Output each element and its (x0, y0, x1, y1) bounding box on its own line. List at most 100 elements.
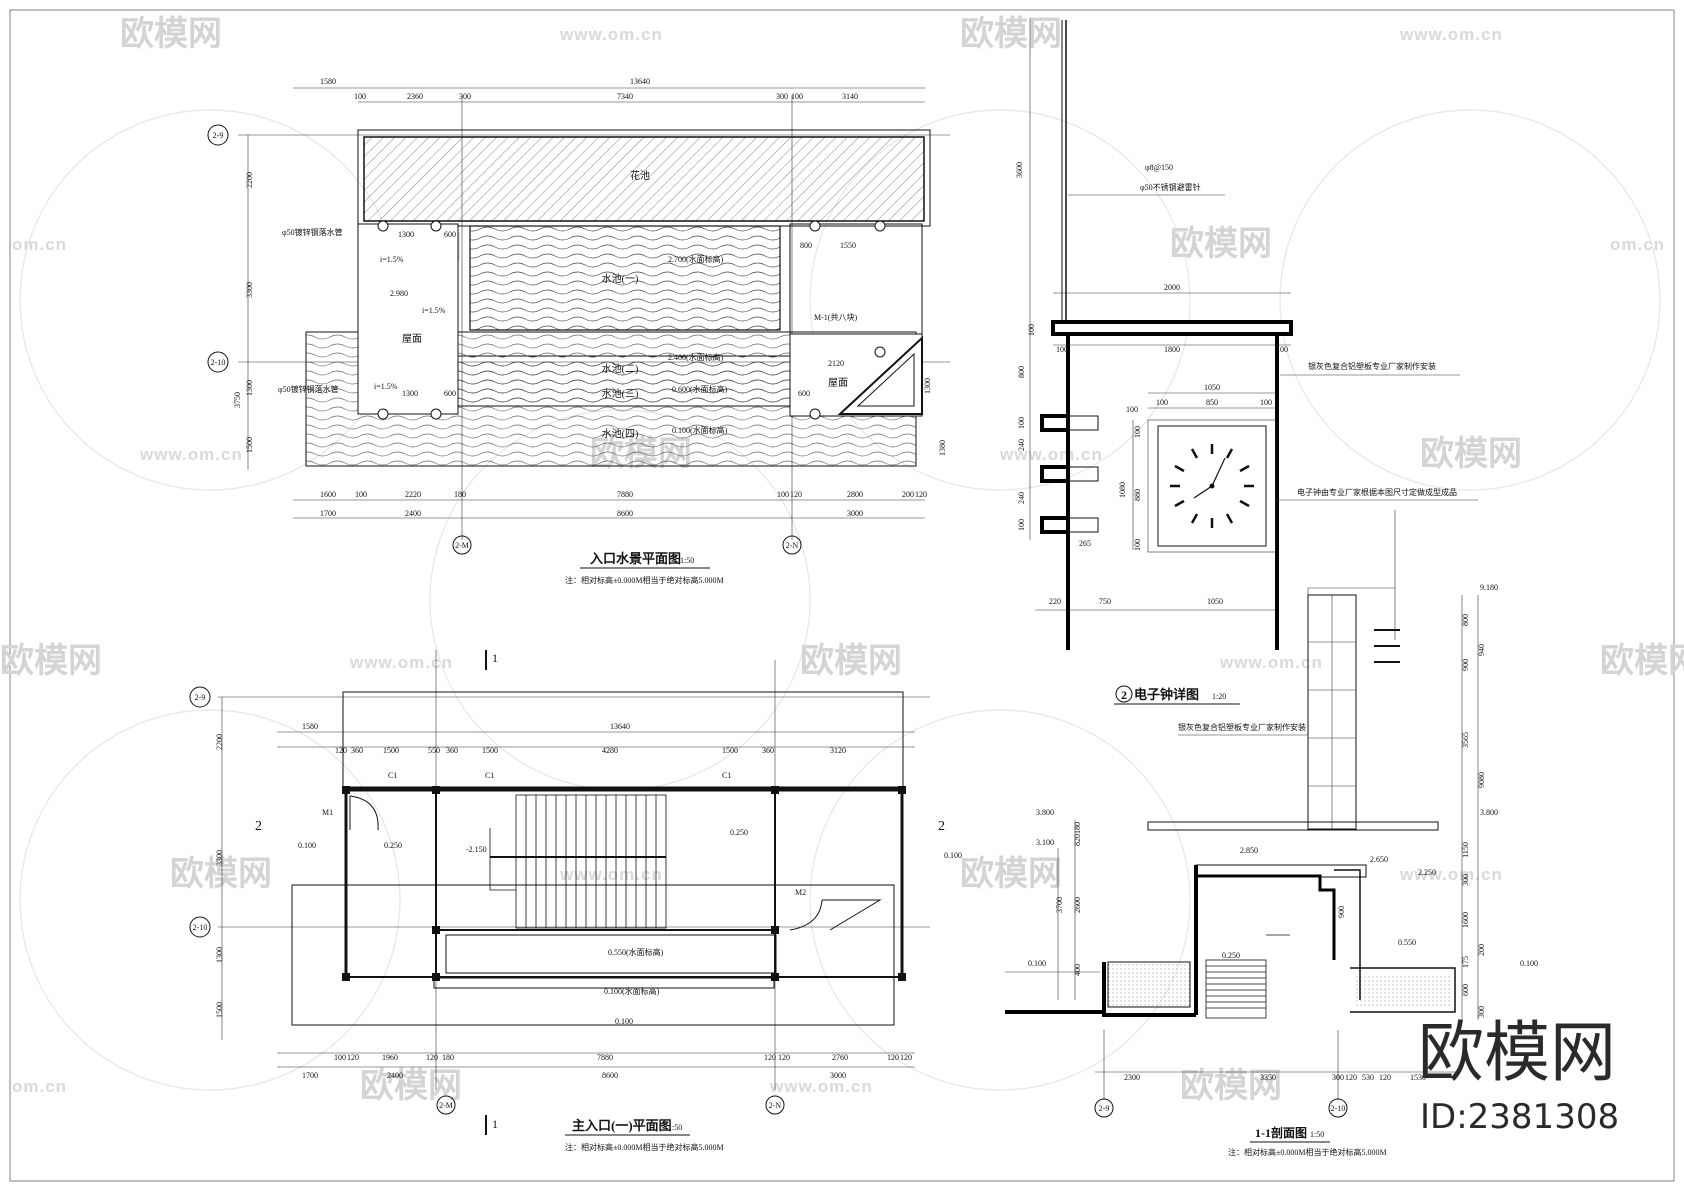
p2-dim-bot2-1: 2400 (387, 1071, 403, 1080)
dim-left-3: 1300 (245, 380, 254, 396)
clock-dim-100i: 100 (1133, 539, 1142, 551)
p2-elev-3: -2.150 (466, 845, 487, 854)
wm-url-5: www.om.cn (139, 445, 243, 464)
sec-dim-left-0: 820 (1073, 834, 1082, 846)
sec-axis-2-9: 2-9 (1099, 1104, 1110, 1113)
plan2-scale: 1:50 (668, 1123, 682, 1132)
dim-bot2-3: 3000 (847, 509, 863, 518)
logo-id: ID:2381308 (1420, 1097, 1619, 1137)
clock-dim-800: 800 (1017, 366, 1026, 378)
p2-dim-bot2-0: 1700 (302, 1071, 318, 1080)
p2-dim-bot1-7: 120 (778, 1053, 790, 1062)
dim-top1-1: 13640 (630, 77, 650, 86)
clock-detail: φ8@150 φ50不锈钢避雷针 银灰色复合铝塑板专业厂家制作安装 电子钟由专业… (1015, 18, 1478, 705)
clock-dim-1800: 1800 (1164, 345, 1180, 354)
sec-elev-1: 3.800 (1036, 808, 1054, 817)
wm-brand-6: 欧模网 (1420, 435, 1522, 473)
dim-bot1-7: 2800 (847, 490, 863, 499)
plan-water-feature: 2-9 2-10 2-M 2-N 1580 13640 100 2360 300… (207, 77, 950, 585)
clock-scale: 1:20 (1212, 692, 1226, 701)
axis-2-N: 2-N (786, 541, 799, 550)
clock-note-clock: 电子钟由专业厂家根据本图尺寸定做成型成品 (1297, 487, 1457, 497)
sec-dim-left-1: 3700 (1055, 897, 1064, 913)
p2-dim-bot1-1: 120 (347, 1053, 359, 1062)
clock-dim-2000: 2000 (1164, 283, 1180, 292)
clock-box (1157, 425, 1267, 547)
sec-dim-right-5: 1150 (1461, 842, 1470, 858)
sec-elev-3: 3.100 (1036, 838, 1054, 847)
clock-title: 电子钟详图 (1134, 687, 1199, 702)
clock-dim-100g: 100 (1017, 519, 1026, 531)
elev-pool3: 0.600(水面标高) (672, 384, 728, 394)
p2-dim-top2-2: 1500 (383, 746, 399, 755)
label-c1c: C1 (722, 771, 731, 780)
watermark-layer: 欧模网 www.om.cn 欧模网 www.om.cn om.cn 欧模网 om… (0, 15, 1684, 1105)
wm-brand-7: 欧模网 (0, 642, 102, 680)
sec-elev-0: 9.180 (1480, 583, 1498, 592)
clock-dim-3600: 3600 (1015, 162, 1024, 178)
dim-bot2-1: 2400 (405, 509, 421, 518)
wm-brand-12: 欧模网 (360, 1067, 462, 1105)
sec-dim-right-11: 300 (1477, 1006, 1486, 1018)
label-m1: M1 (322, 808, 333, 817)
section-note: 注：相对标高±0.000M相当于绝对标高5.000M (1228, 1147, 1387, 1157)
clock-dim-1050b: 1050 (1207, 597, 1223, 606)
p2-dim-top2-6: 4280 (602, 746, 618, 755)
dim-top2-1: 2360 (407, 92, 423, 101)
label-roof-right: 屋面 (828, 377, 848, 389)
plan2-title: 主入口(一)平面图 (572, 1118, 672, 1133)
p2-dim-top2-8: 360 (762, 746, 774, 755)
section-title: 1-1剖面图 (1255, 1125, 1307, 1140)
label-flower: 花池 (630, 169, 650, 182)
p2-dim-bot1-6: 120 (764, 1053, 776, 1062)
dim-left-0: 2200 (245, 172, 254, 188)
sec-dim-900: 900 (1337, 906, 1346, 918)
section-1-1: 9.180 3.800 3.800 3.100 2.850 2.650 2.25… (1005, 510, 1538, 1157)
clock-note-rod1: φ8@150 (1145, 163, 1173, 172)
sec-dim-right-10: 600 (1461, 984, 1470, 996)
label-roof-left: 屋面 (402, 333, 422, 345)
p2-dim-top1-0: 1580 (302, 722, 318, 731)
sec-dim-left-3: 400 (1073, 964, 1082, 976)
clock-dim-100a: 100 (1056, 345, 1068, 354)
wm-url-2: www.om.cn (1399, 25, 1503, 44)
sec-elev-2: 3.800 (1480, 808, 1498, 817)
clock-dim-265: 265 (1079, 539, 1091, 548)
sheet-border (9, 9, 1675, 1182)
sec-dim-bot-6: 1530 (1410, 1073, 1426, 1082)
dim-bot1-5: 100 (777, 490, 789, 499)
wm-brand-10: 欧模网 (170, 855, 272, 893)
sec-elev-10: 0.100 (1520, 959, 1538, 968)
sec-dim-bot-0: 2300 (1124, 1073, 1140, 1082)
p2-dim-left-2: 1300 (215, 947, 224, 963)
p2-dim-top1-1: 13640 (610, 722, 630, 731)
canopy-outline (342, 691, 904, 789)
clock-dim-100h: 100 (1133, 426, 1142, 438)
dim-600a: 600 (444, 230, 456, 239)
axis-2-9: 2-9 (213, 131, 224, 140)
clock-dim-100f: 100 (1017, 417, 1026, 429)
sec-dim-bot-1: 3350 (1260, 1073, 1276, 1082)
p2-dim-top2-7: 1500 (722, 746, 738, 755)
axis-2-M: 2-M (455, 541, 469, 550)
clock-dim-880: 880 (1133, 489, 1142, 501)
dim-top2-2: 300 (459, 92, 471, 101)
sec-dim-right-2: 900 (1461, 659, 1470, 671)
axis2-2-10: 2-10 (193, 923, 208, 932)
sec-axis-2-10: 2-10 (1331, 1104, 1346, 1113)
label-pool1: 水池(一) (602, 272, 639, 285)
wm-url-8: www.om.cn (1219, 653, 1323, 672)
p2-elev-6: 0.550(水面标高) (608, 947, 664, 957)
dim-1550: 1550 (840, 241, 856, 250)
p2-elev-7: 0.100(水面标高) (604, 986, 660, 996)
p2-elev-1: 0.100 (298, 841, 316, 850)
section-pool-left (1107, 961, 1191, 1008)
clock-dim-1080: 1080 (1118, 482, 1127, 498)
wm-url-6: www.om.cn (999, 445, 1103, 464)
p2-dim-left-1: 3300 (215, 850, 224, 866)
elev-roof: 2.980 (390, 289, 408, 298)
p2-dim-top2-9: 3120 (830, 746, 846, 755)
sec-elev-4: 2.850 (1240, 846, 1258, 855)
sec-note-panel: 银灰色复合铝塑板专业厂家制作安装 (1178, 722, 1306, 732)
